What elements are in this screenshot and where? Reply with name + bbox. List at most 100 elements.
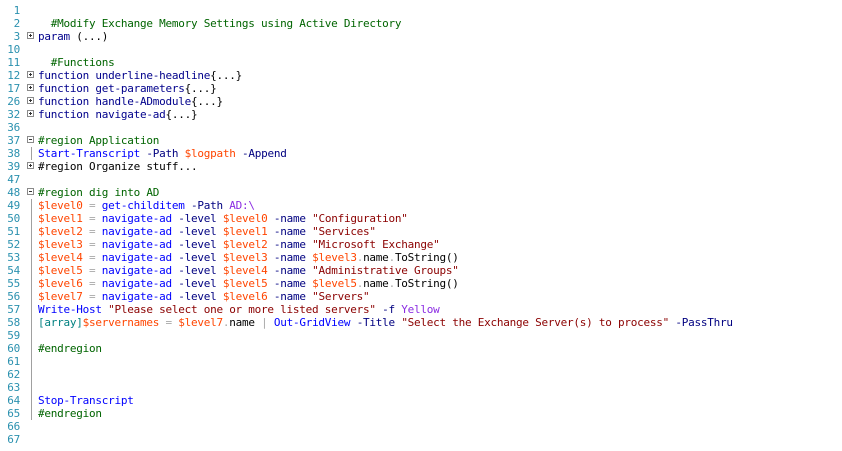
expand-region-icon[interactable] xyxy=(27,110,34,117)
code-token: $level5 xyxy=(38,264,83,277)
code-line[interactable]: 63 xyxy=(0,381,842,394)
collapse-region-icon[interactable] xyxy=(27,136,34,143)
code-token: $level0 xyxy=(38,199,83,212)
code-line[interactable]: 3 param (...) xyxy=(0,30,842,43)
code-token: name xyxy=(363,251,389,264)
line-number: 37 xyxy=(7,134,20,147)
code-token: $level4 xyxy=(222,264,268,277)
code-token: {...} xyxy=(190,95,223,108)
code-token: -level xyxy=(178,238,217,251)
code-line[interactable]: 58[array]$servernames = $level7.name | O… xyxy=(0,316,842,329)
code-line[interactable]: 1 xyxy=(0,4,842,17)
line-number: 53 xyxy=(7,251,20,264)
code-token: {...} xyxy=(184,82,217,95)
code-line[interactable]: 39 #region Organize stuff... xyxy=(0,160,842,173)
code-line[interactable]: 55$level6 = navigate-ad -level $level5 -… xyxy=(0,277,842,290)
fold-guide-line xyxy=(31,199,32,212)
code-token: AD:\ xyxy=(229,199,255,212)
code-text: #region Organize stuff... xyxy=(38,160,198,173)
code-line[interactable]: 60 #endregion xyxy=(0,342,842,355)
code-line[interactable]: 36 xyxy=(0,121,842,134)
line-number: 36 xyxy=(7,121,20,134)
code-token: "Please select one or more listed server… xyxy=(108,303,376,316)
expand-region-icon[interactable] xyxy=(27,71,34,78)
code-text: Write-Host "Please select one or more li… xyxy=(38,303,440,316)
code-token: navigate-ad xyxy=(101,212,172,225)
code-token: -Path xyxy=(146,147,179,160)
code-token: . xyxy=(388,277,396,290)
code-token: function xyxy=(38,108,89,121)
code-token: $level2 xyxy=(222,238,268,251)
code-line[interactable]: 62 xyxy=(0,368,842,381)
code-text: $level2 = navigate-ad -level $level1 -na… xyxy=(38,225,376,238)
code-line[interactable]: 51 $level2 = navigate-ad -level $level1 -… xyxy=(0,225,842,238)
code-text: $level3 = navigate-ad -level $level2 -na… xyxy=(38,238,440,251)
code-text: $level1 = navigate-ad -level $level0 -na… xyxy=(38,212,408,225)
code-text: $level7 = navigate-ad -level $level6 -na… xyxy=(38,290,370,303)
code-line[interactable]: 2 #Modify Exchange Memory Settings using… xyxy=(0,17,842,30)
code-line[interactable]: 37#region Application xyxy=(0,134,842,147)
line-number: 61 xyxy=(7,355,20,368)
code-line[interactable]: 65#endregion xyxy=(0,407,842,420)
code-token: -level xyxy=(178,277,217,290)
line-number: 58 xyxy=(7,316,20,329)
collapse-region-icon[interactable] xyxy=(27,188,34,195)
expand-region-icon[interactable] xyxy=(27,84,34,91)
code-token: $level3 xyxy=(38,238,83,251)
code-line[interactable]: 11 #Functions xyxy=(0,56,842,69)
code-token: . xyxy=(356,277,364,290)
line-number: 39 xyxy=(7,160,20,173)
code-token: -name xyxy=(273,225,306,238)
code-token: -name xyxy=(273,264,306,277)
code-token: $level7 xyxy=(38,290,83,303)
code-line[interactable]: 49$level0 = get-childitem -Path AD:\ xyxy=(0,199,842,212)
code-text: #endregion xyxy=(38,342,102,355)
code-token: "Servers" xyxy=(312,290,370,303)
line-number: 51 xyxy=(7,225,20,238)
code-text: $level0 = get-childitem -Path AD:\ xyxy=(38,199,255,212)
line-number: 11 xyxy=(7,56,20,69)
code-token: Start-Transcript xyxy=(38,147,140,160)
code-token: = xyxy=(88,199,96,212)
code-line[interactable]: 67 xyxy=(0,433,842,446)
code-token: $level1 xyxy=(222,225,268,238)
code-text: function handle-ADmodule{...} xyxy=(38,95,223,108)
expand-region-icon[interactable] xyxy=(27,32,34,39)
code-token: underline-headline xyxy=(95,69,211,82)
code-line[interactable]: 50$level1 = navigate-ad -level $level0 -… xyxy=(0,212,842,225)
line-number: 3 xyxy=(13,30,21,43)
line-number: 2 xyxy=(13,17,21,30)
expand-region-icon[interactable] xyxy=(27,97,34,104)
code-token: $servernames xyxy=(82,316,160,329)
code-line[interactable]: 61 xyxy=(0,355,842,368)
code-text: function underline-headline{...} xyxy=(38,69,242,82)
line-number: 59 xyxy=(7,329,20,342)
fold-guide-line xyxy=(31,381,32,394)
code-token: Write-Host xyxy=(38,303,102,316)
code-text: param (...) xyxy=(38,30,108,43)
code-line[interactable]: 52$level3 = navigate-ad -level $level2 -… xyxy=(0,238,842,251)
code-line[interactable]: 53$level4 = navigate-ad -level $level3 -… xyxy=(0,251,842,264)
code-line[interactable]: 47 xyxy=(0,173,842,186)
line-number: 60 xyxy=(7,342,20,355)
code-line[interactable]: 66 xyxy=(0,420,842,433)
code-token: $logpath xyxy=(184,147,236,160)
code-line[interactable]: 56$level7 = navigate-ad -level $level6 -… xyxy=(0,290,842,303)
expand-region-icon[interactable] xyxy=(27,162,34,169)
code-line[interactable]: 59 xyxy=(0,329,842,342)
code-token: $level4 xyxy=(38,251,83,264)
code-token: Out-GridView xyxy=(273,316,351,329)
code-line[interactable]: 10 xyxy=(0,43,842,56)
code-line[interactable]: 48#region dig into AD xyxy=(0,186,842,199)
fold-guide-line xyxy=(31,355,32,368)
line-number: 64 xyxy=(7,394,20,407)
code-line[interactable]: 54$level5 = navigate-ad -level $level4 -… xyxy=(0,264,842,277)
